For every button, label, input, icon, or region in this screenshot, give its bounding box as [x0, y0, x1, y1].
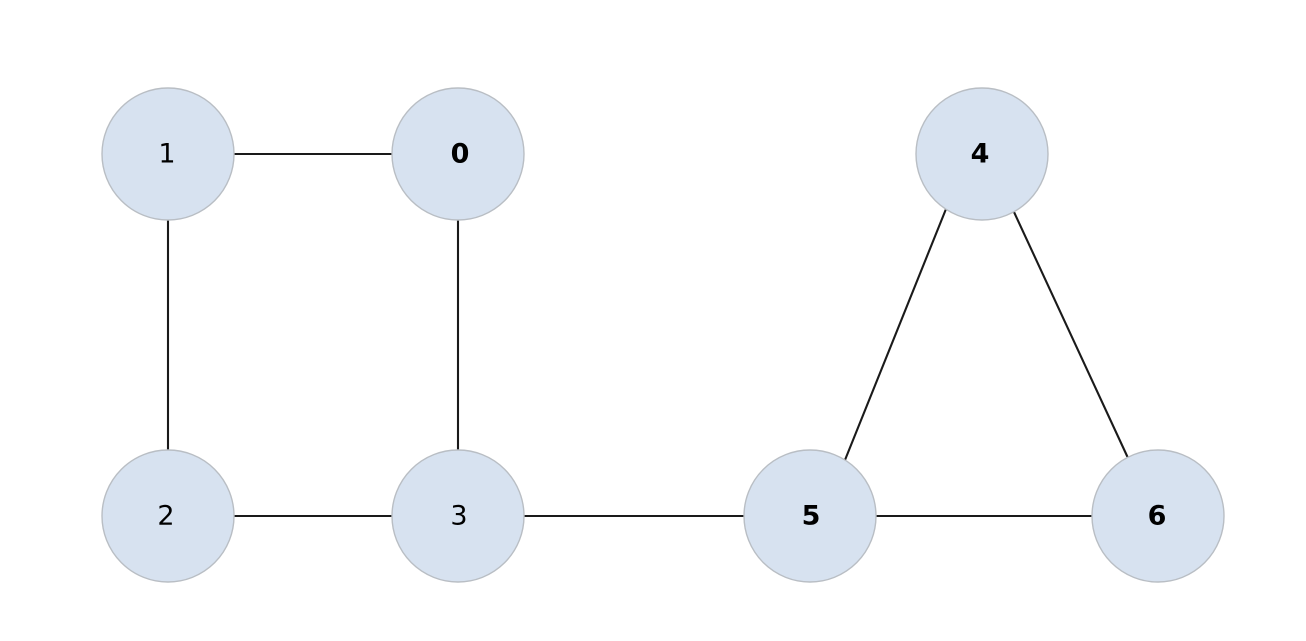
graph-node-circle-1[interactable]: [101, 87, 235, 221]
graph-node-circle-0[interactable]: [391, 87, 525, 221]
graph-node-3[interactable]: 3: [391, 449, 525, 583]
graph-edge-4-5[interactable]: [844, 208, 947, 461]
graph-node-1[interactable]: 1: [101, 87, 235, 221]
graph-node-circle-3[interactable]: [391, 449, 525, 583]
graph-node-6[interactable]: 6: [1091, 449, 1225, 583]
graph-node-0[interactable]: 0: [391, 87, 525, 221]
graph-node-circle-2[interactable]: [101, 449, 235, 583]
graph-node-label-2: 2: [157, 501, 174, 532]
graph-node-5[interactable]: 5: [743, 449, 877, 583]
graph-node-circle-6[interactable]: [1091, 449, 1225, 583]
graph-node-circle-4[interactable]: [915, 87, 1049, 221]
graph-node-label-1: 1: [158, 139, 175, 170]
graph-node-circle-5[interactable]: [743, 449, 877, 583]
graph-node-label-6: 6: [1148, 501, 1167, 532]
graph-node-label-0: 0: [451, 139, 470, 170]
graph-node-4[interactable]: 4: [915, 87, 1049, 221]
graph-node-label-4: 4: [971, 139, 990, 170]
graph-node-label-5: 5: [802, 501, 821, 532]
graph-node-label-3: 3: [450, 501, 467, 532]
edge-layer: [166, 152, 1129, 518]
graph-edge-4-6[interactable]: [1013, 211, 1129, 459]
node-layer: 0 1 2 3 4 5 6: [101, 87, 1225, 583]
graph-node-2[interactable]: 2: [101, 449, 235, 583]
